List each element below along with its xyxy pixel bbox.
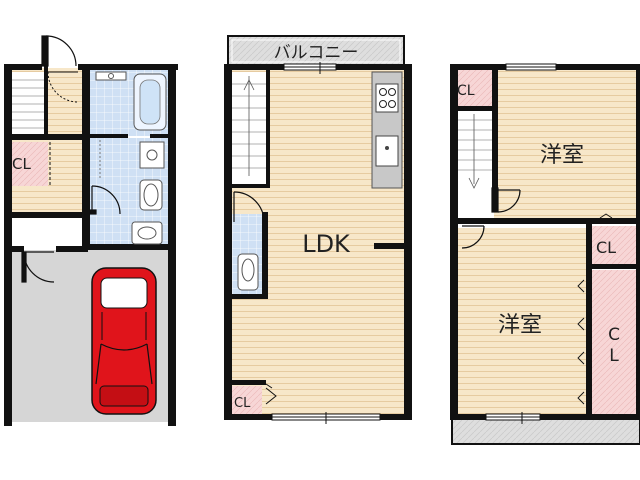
floor2-window-top bbox=[283, 62, 337, 74]
floor3-room-top-door[interactable] bbox=[491, 187, 521, 213]
floor3-room-top bbox=[494, 68, 638, 220]
floor1-closet-label: CL bbox=[12, 155, 31, 173]
washbasin-icon bbox=[139, 141, 165, 169]
floor3-closet-top-left bbox=[454, 70, 492, 106]
floor3-closet-mid-right-label: CL bbox=[596, 238, 616, 257]
floor2-closet-label: CL bbox=[234, 396, 251, 411]
floor3-stairs bbox=[456, 114, 492, 189]
floor2-stairs bbox=[232, 76, 266, 176]
floor3-walls bbox=[450, 64, 640, 420]
floor2-walls bbox=[224, 64, 412, 420]
floor1-walls bbox=[4, 64, 178, 426]
floor3-closet-tall bbox=[592, 270, 638, 414]
floor3-closet-tall-label-c: C bbox=[608, 325, 620, 345]
floor1-wc-door[interactable] bbox=[89, 185, 121, 215]
ldk-label: LDK bbox=[302, 230, 351, 258]
floor2-closet-door[interactable] bbox=[265, 383, 277, 405]
floor3-room-bottom-door[interactable] bbox=[461, 225, 485, 249]
kitchen-sink-icon bbox=[375, 135, 399, 167]
floor2-wc-door[interactable] bbox=[233, 191, 265, 223]
balcony-area bbox=[227, 35, 405, 67]
garage-door[interactable] bbox=[21, 251, 55, 283]
floor3-closet-top-left-label: CL bbox=[457, 83, 475, 99]
car-icon bbox=[91, 267, 157, 415]
kitchen-counter bbox=[371, 71, 403, 189]
floor-1: CL bbox=[4, 35, 178, 426]
floor1-sink-counter bbox=[95, 71, 127, 81]
floor3-closet-tall-label-l: L bbox=[609, 346, 619, 366]
washing-machine-icon bbox=[131, 221, 163, 245]
floor-3: 洋室 洋室 CL CL C L bbox=[450, 63, 640, 445]
floor2-closet-area bbox=[232, 386, 262, 414]
floor3-closet-mid-right bbox=[592, 226, 638, 266]
floor3-room-bottom-label: 洋室 bbox=[498, 313, 542, 338]
balcony-label: バルコニー bbox=[274, 43, 359, 63]
floor2-toilet-icon bbox=[237, 253, 259, 291]
floor3-window-top bbox=[505, 63, 557, 71]
floor1-stair-area bbox=[10, 72, 44, 134]
floor3-window-bottom bbox=[485, 412, 541, 424]
stove-burner-icon bbox=[379, 88, 387, 96]
floor3-room-bottom bbox=[456, 228, 588, 414]
floor2-window-bottom bbox=[271, 412, 381, 424]
floor1-entry-door[interactable] bbox=[41, 35, 77, 67]
floor-2: バルコニー bbox=[224, 35, 412, 424]
floor1-stair-door[interactable] bbox=[47, 71, 79, 103]
floor1-closet-area bbox=[8, 142, 48, 186]
floor3-room-top-label: 洋室 bbox=[540, 143, 584, 168]
floor1-stairs bbox=[10, 79, 44, 129]
floor3-balcony bbox=[451, 417, 640, 445]
toilet-icon bbox=[139, 179, 163, 211]
floor3-closet-doors[interactable] bbox=[577, 213, 613, 405]
